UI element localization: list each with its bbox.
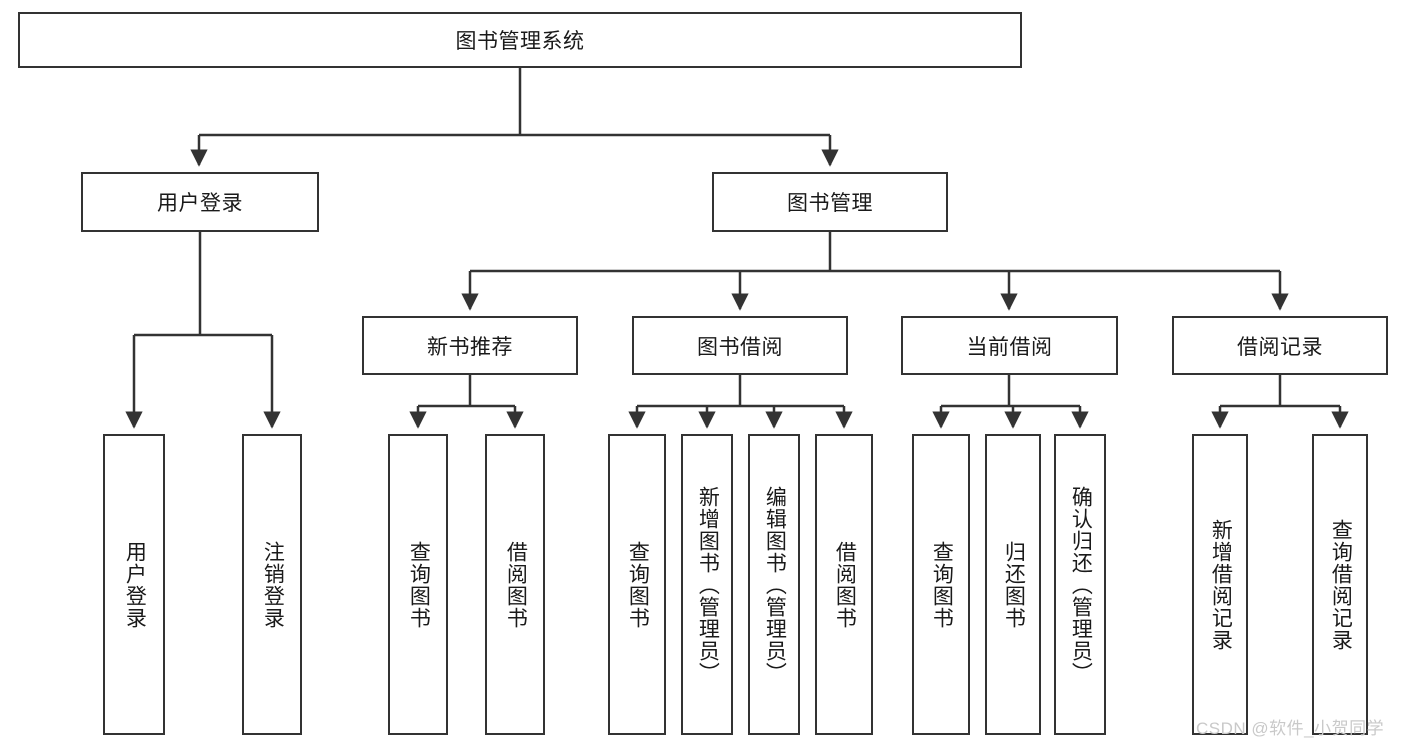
node-leaf-borrow-book-1-label: 借阅图书	[504, 540, 528, 629]
node-leaf-add-book-label: 新增图书（管理员）	[696, 485, 720, 684]
node-new-book-rec-label: 新书推荐	[427, 335, 513, 359]
node-book-manage-label: 图书管理	[787, 192, 873, 215]
node-leaf-edit-book[interactable]: 编辑图书（管理员）	[748, 434, 800, 735]
node-leaf-query-book-3-label: 查询图书	[930, 540, 954, 629]
node-leaf-confirm-return-label: 确认归还（管理员）	[1069, 485, 1093, 684]
node-leaf-edit-book-label: 编辑图书（管理员）	[763, 485, 787, 684]
node-leaf-query-book-2[interactable]: 查询图书	[608, 434, 666, 735]
node-leaf-query-book-3[interactable]: 查询图书	[912, 434, 970, 735]
node-book-borrow[interactable]: 图书借阅	[632, 316, 848, 375]
node-leaf-logout-label: 注销登录	[261, 540, 285, 629]
node-leaf-return-book[interactable]: 归还图书	[985, 434, 1041, 735]
node-current-borrow[interactable]: 当前借阅	[901, 316, 1118, 375]
node-leaf-return-book-label: 归还图书	[1002, 540, 1026, 629]
node-leaf-add-book[interactable]: 新增图书（管理员）	[681, 434, 733, 735]
node-leaf-query-book-1-label: 查询图书	[407, 540, 431, 629]
node-borrow-record-label: 借阅记录	[1237, 335, 1323, 359]
node-leaf-borrow-book-2[interactable]: 借阅图书	[815, 434, 873, 735]
node-book-borrow-label: 图书借阅	[697, 335, 783, 359]
node-borrow-record[interactable]: 借阅记录	[1172, 316, 1388, 375]
node-leaf-query-record[interactable]: 查询借阅记录	[1312, 434, 1368, 735]
node-current-borrow-label: 当前借阅	[966, 335, 1053, 359]
node-user-login-label: 用户登录	[157, 192, 243, 215]
node-leaf-confirm-return[interactable]: 确认归还（管理员）	[1054, 434, 1106, 735]
node-leaf-borrow-book-1[interactable]: 借阅图书	[485, 434, 545, 735]
node-leaf-query-book-2-label: 查询图书	[626, 540, 650, 629]
node-leaf-borrow-book-2-label: 借阅图书	[833, 540, 857, 629]
node-user-login[interactable]: 用户登录	[81, 172, 319, 232]
node-leaf-user-login-label: 用户登录	[123, 540, 147, 629]
node-leaf-logout[interactable]: 注销登录	[242, 434, 302, 735]
node-leaf-add-record[interactable]: 新增借阅记录	[1192, 434, 1248, 735]
node-leaf-user-login[interactable]: 用户登录	[103, 434, 165, 735]
node-new-book-rec[interactable]: 新书推荐	[362, 316, 578, 375]
node-leaf-query-book-1[interactable]: 查询图书	[388, 434, 448, 735]
csdn-watermark: CSDN @软件_小贺同学	[1196, 719, 1385, 738]
node-root-label: 图书管理系统	[455, 30, 585, 53]
node-leaf-query-record-label: 查询借阅记录	[1329, 518, 1353, 651]
node-book-manage[interactable]: 图书管理	[712, 172, 948, 232]
node-root[interactable]: 图书管理系统	[18, 12, 1022, 68]
node-leaf-add-record-label: 新增借阅记录	[1209, 518, 1233, 651]
